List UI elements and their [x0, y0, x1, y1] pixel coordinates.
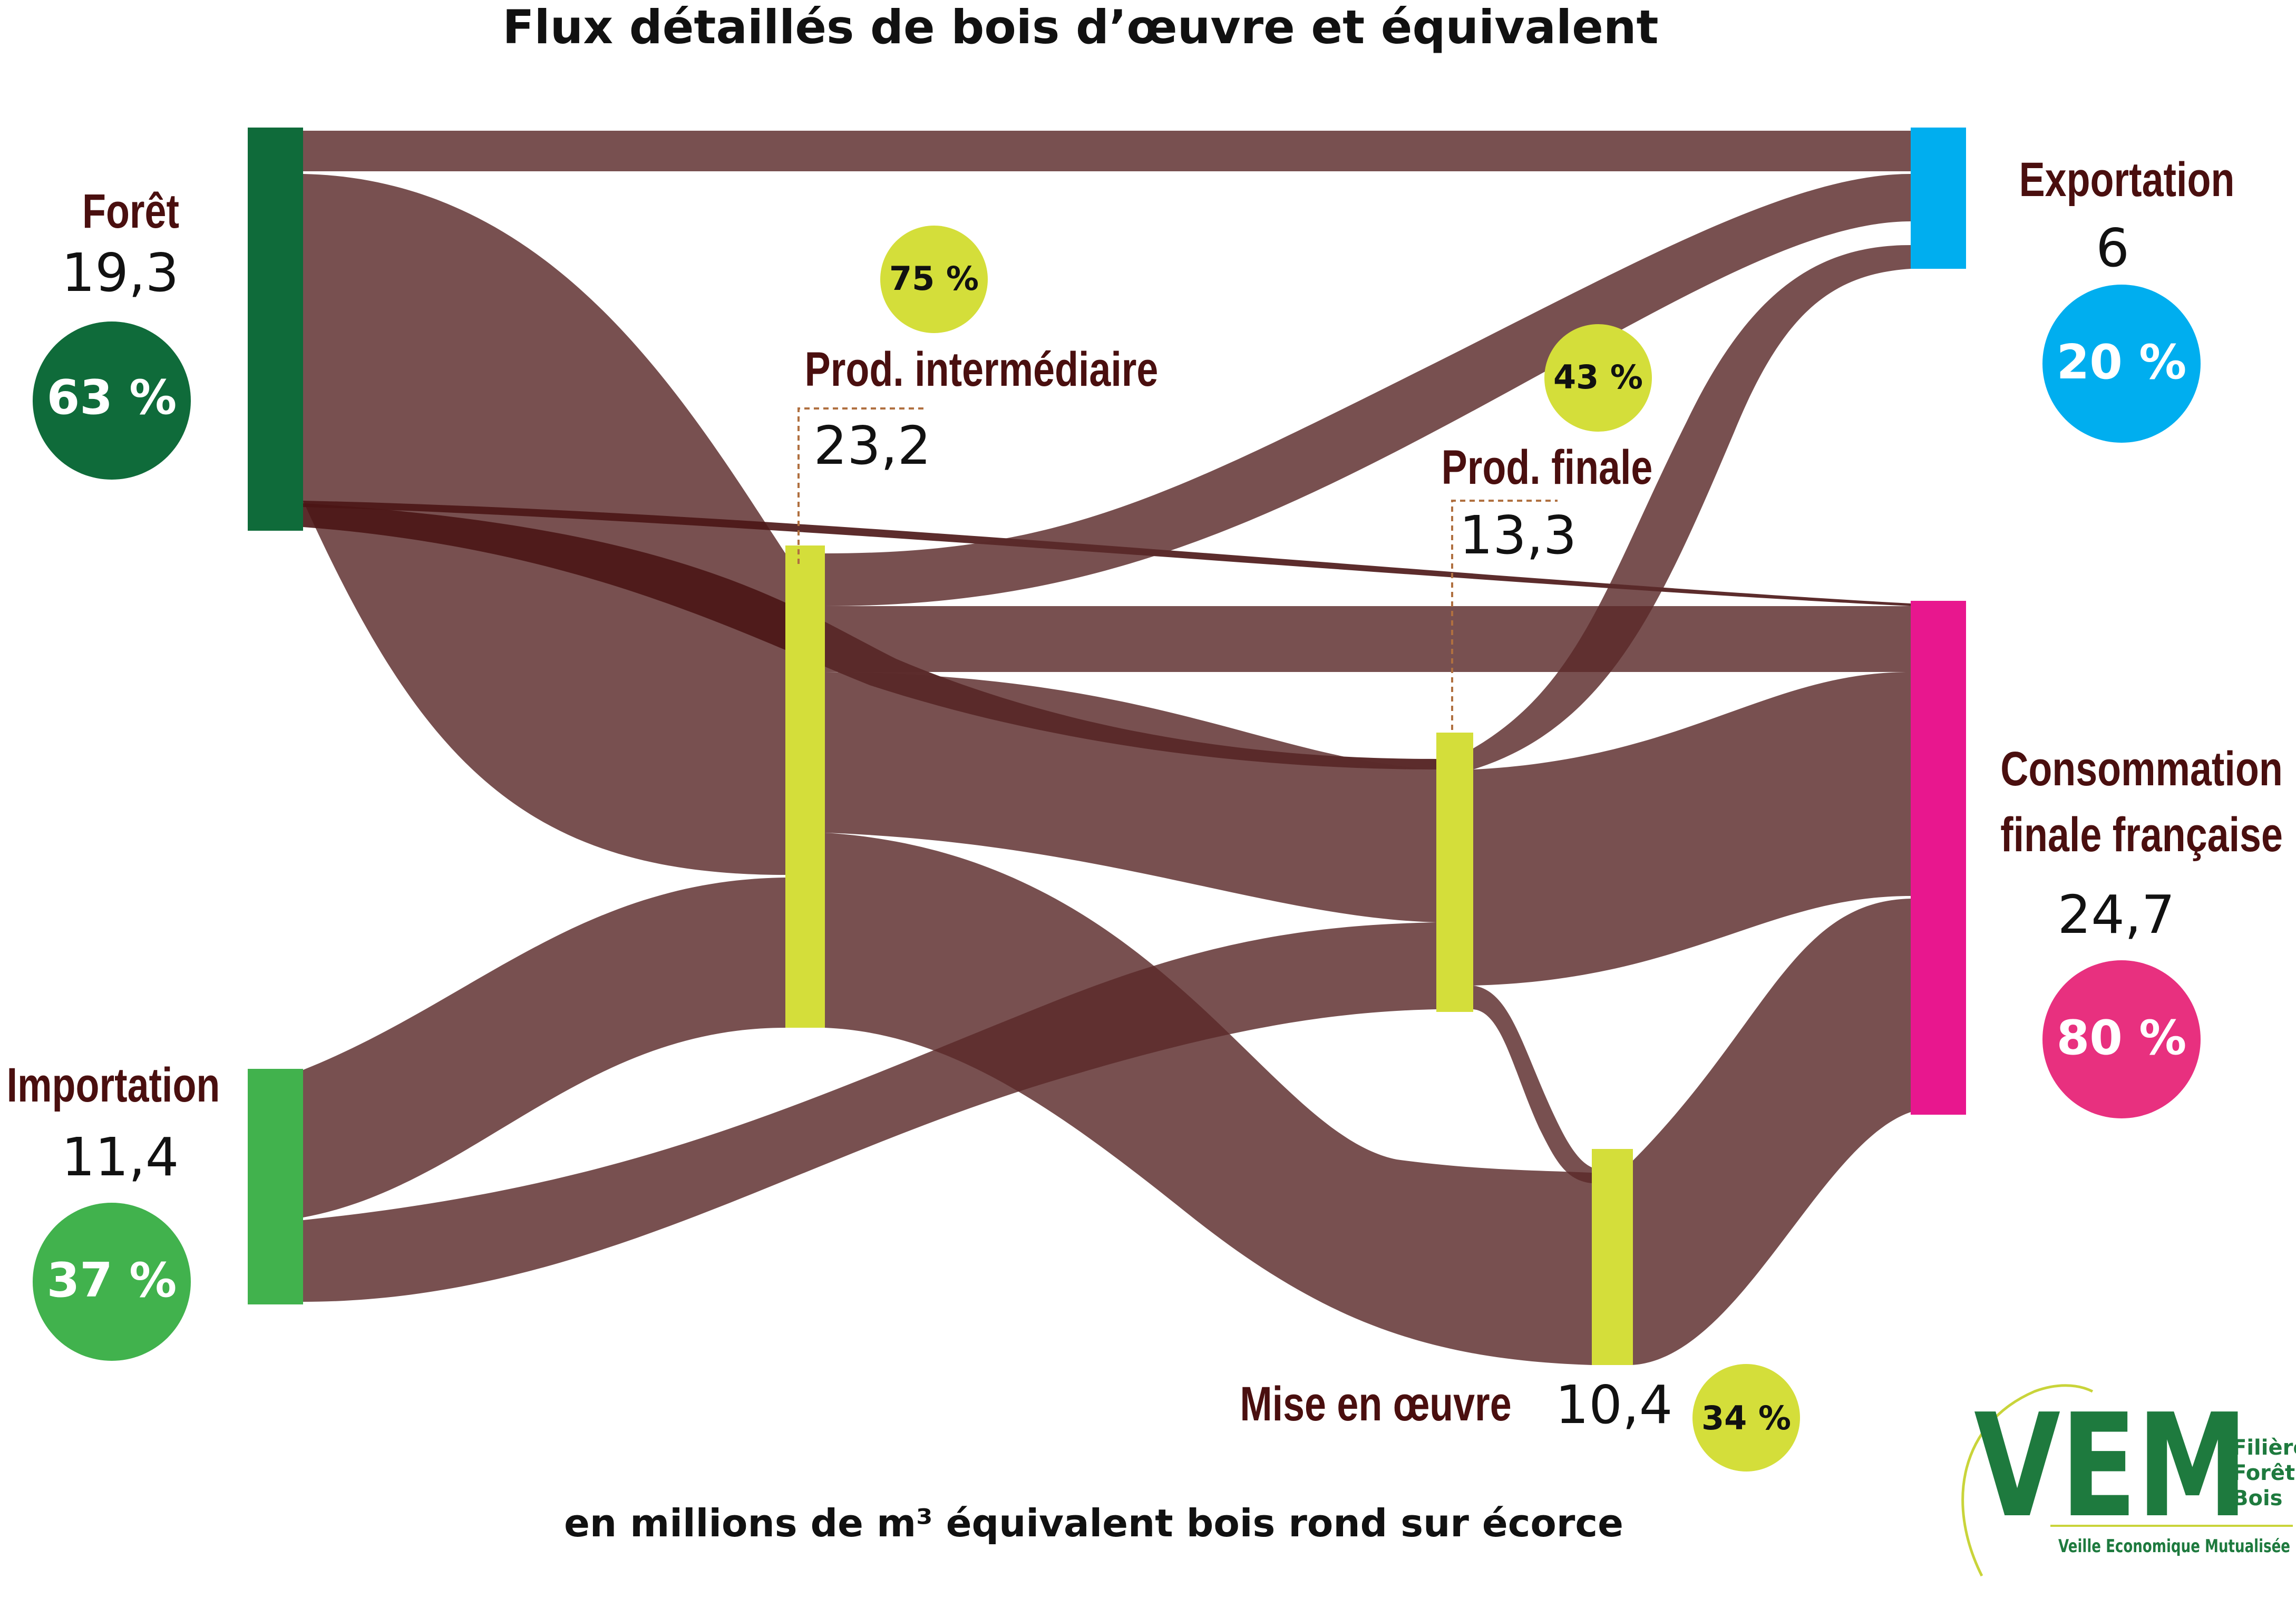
- leader-prod-finale: [1451, 500, 1558, 730]
- label-consommation-line1: Consommation: [2000, 742, 2283, 796]
- logo-line2: Forêt: [2232, 1461, 2295, 1485]
- pct-mise-en-oeuvre: 34 %: [1701, 1399, 1791, 1437]
- value-foret: 19,3: [62, 242, 179, 304]
- label-prod-intermediaire: Prod. intermédiaire: [805, 342, 1159, 396]
- logo-mark: VEM: [1974, 1383, 2248, 1549]
- logo-line1: Filière: [2232, 1436, 2296, 1460]
- flow-foret-prod-intermediaire: [303, 174, 785, 875]
- leader-prod-intermediaire: [797, 407, 925, 564]
- logo-tagline: Veille Economique Mutualisée: [2058, 1536, 2290, 1557]
- label-exportation: Exportation: [2019, 152, 2235, 207]
- label-mise-en-oeuvre: Mise en œuvre: [1240, 1377, 1511, 1431]
- node-mise-en-oeuvre: [1592, 1149, 1633, 1365]
- flow-importation-prod-intermediaire: [303, 878, 785, 1217]
- node-importation: [248, 1069, 303, 1304]
- label-consommation-line2: finale française: [2000, 807, 2283, 862]
- flow-prod-finale-exportation: [1473, 245, 1911, 769]
- flow-foret-exportation: [303, 131, 1911, 171]
- flow-prod-intermediaire-exportation: [825, 174, 1911, 606]
- node-prod-intermediaire: [785, 545, 825, 1028]
- value-prod-finale: 13,3: [1460, 504, 1577, 566]
- value-importation: 11,4: [62, 1126, 179, 1188]
- flows: [303, 131, 1911, 1365]
- footnote: en millions de m³ équivalent bois rond s…: [564, 1501, 1623, 1545]
- node-exportation: [1911, 128, 1966, 269]
- pct-circle-importation: [33, 1203, 191, 1361]
- pct-foret: 63 %: [47, 370, 177, 425]
- label-importation: Importation: [7, 1058, 220, 1112]
- pct-importation: 37 %: [47, 1253, 177, 1308]
- chart-title: Flux détaillés de bois d’œuvre et équiva…: [502, 0, 1658, 54]
- pct-consommation: 80 %: [2057, 1010, 2187, 1066]
- pct-prod-finale: 43 %: [1553, 358, 1643, 396]
- flow-prod-intermediaire-mise-en-oeuvre: [825, 833, 1592, 1365]
- label-prod-finale: Prod. finale: [1442, 440, 1653, 494]
- pct-exportation: 20 %: [2057, 335, 2187, 390]
- flow-foret-prod-finale: [303, 503, 1436, 769]
- flow-prod-finale-mise-en-oeuvre: [1473, 986, 1592, 1183]
- vem-logo: VEM Filière Forêt Bois Veille Economique…: [1961, 1383, 2296, 1577]
- pct-circle-prod-intermediaire: [880, 226, 988, 333]
- node-consommation: [1911, 601, 1966, 1115]
- pct-circle-prod-finale: [1544, 324, 1652, 432]
- pct-circle-mise-en-oeuvre: [1692, 1364, 1800, 1472]
- logo-line3: Bois: [2232, 1486, 2283, 1511]
- flow-prod-finale-consommation: [1473, 672, 1911, 986]
- flow-foret-consommation: [303, 501, 1911, 606]
- value-prod-intermediaire: 23,2: [814, 415, 931, 476]
- pct-circle-exportation: [2042, 285, 2201, 443]
- value-exportation: 6: [2096, 217, 2129, 279]
- pct-circle-foret: [33, 321, 191, 480]
- flow-prod-intermediaire-prod-finale: [825, 672, 1436, 922]
- node-foret: [248, 128, 303, 531]
- label-foret: Forêt: [82, 184, 179, 238]
- flow-prod-intermediaire-consommation: [825, 606, 1911, 672]
- flow-mise-en-oeuvre-consommation: [1631, 899, 1911, 1365]
- value-mise-en-oeuvre: 10,4: [1555, 1374, 1673, 1436]
- node-prod-finale: [1436, 733, 1473, 1012]
- pct-circle-consommation: [2042, 960, 2201, 1118]
- pct-prod-intermediaire: 75 %: [889, 259, 979, 298]
- logo-swoosh: [1961, 1384, 2094, 1577]
- value-consommation: 24,7: [2058, 884, 2175, 946]
